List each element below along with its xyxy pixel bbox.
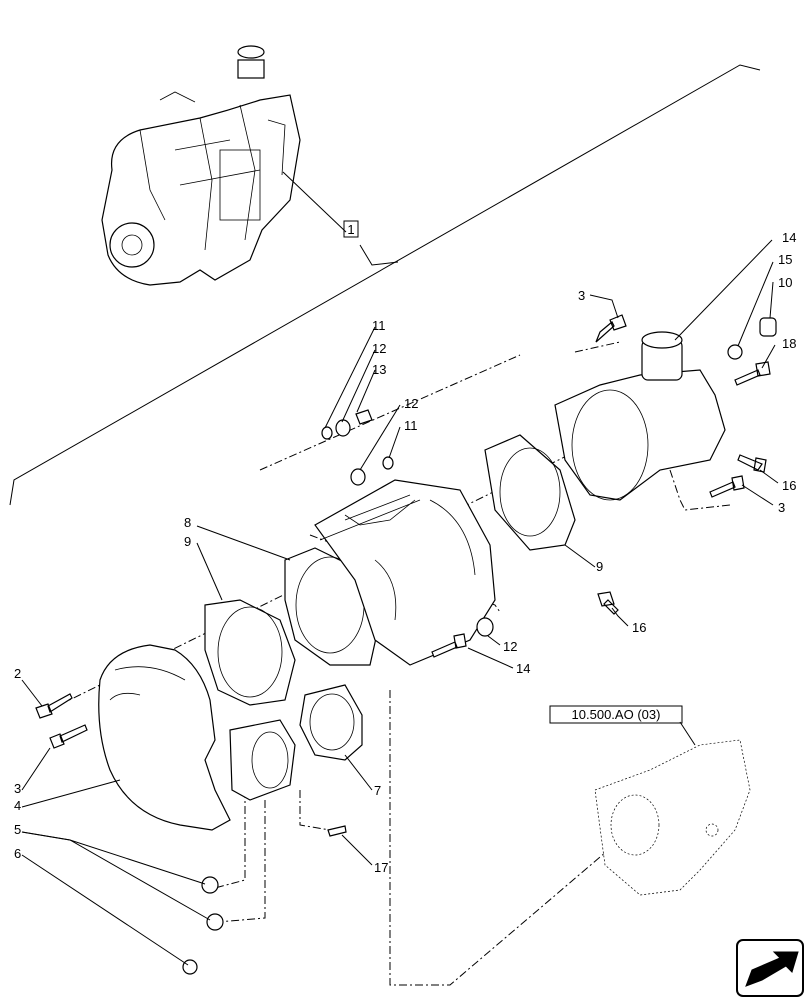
part-gasket-7 <box>299 684 363 761</box>
callout-8: 8 <box>184 515 191 530</box>
callout-11-lower: 11 <box>404 418 418 433</box>
callout-3-left: 3 <box>14 781 21 796</box>
callout-3-right: 3 <box>778 500 785 515</box>
callout-14-lower: 14 <box>516 661 530 676</box>
callout-14-top: 14 <box>782 230 796 245</box>
callout-16-lower: 16 <box>632 620 646 635</box>
callout-3-top: 3 <box>578 288 585 303</box>
part-housing-4 <box>98 644 231 831</box>
fasteners <box>35 314 777 975</box>
leader-1 <box>282 171 347 233</box>
callout-12-mid: 12 <box>404 396 418 411</box>
axis-reference <box>389 690 621 986</box>
section-divider <box>9 64 761 506</box>
callout-16-right: 16 <box>782 478 796 493</box>
callout-11-top: 11 <box>372 318 386 333</box>
callout-18: 18 <box>782 336 796 351</box>
leader-lines <box>21 239 779 966</box>
divider-notch <box>359 244 399 266</box>
callout-9-right: 9 <box>596 559 603 574</box>
callout-4: 4 <box>14 798 21 813</box>
reference-illustration <box>594 739 751 896</box>
callout-box-1 <box>343 220 359 238</box>
callout-7: 7 <box>374 783 381 798</box>
axis-nuts <box>214 790 266 923</box>
callout-10: 10 <box>778 275 792 290</box>
callout-6: 6 <box>14 846 21 861</box>
part-outlet-pipe <box>229 719 296 801</box>
part-gasket-9-right <box>484 434 576 551</box>
callout-13: 13 <box>372 362 386 377</box>
callout-12-lower: 12 <box>503 639 517 654</box>
part-catalyst-body <box>554 331 726 501</box>
leader-ref <box>679 721 696 746</box>
reference-box[interactable] <box>549 705 683 724</box>
callout-1: 1 <box>347 222 354 237</box>
axis-right <box>574 341 731 511</box>
callout-17: 17 <box>374 860 388 875</box>
callout-9-left: 9 <box>184 534 191 549</box>
next-page-arrow-icon[interactable] <box>736 939 804 997</box>
part-gasket-9-left <box>204 599 296 706</box>
axis-upper <box>259 354 521 471</box>
engine-overview-illustration <box>101 45 301 286</box>
reference-label[interactable]: 10.500.AO (03) <box>572 707 661 722</box>
callout-12-top: 12 <box>372 341 386 356</box>
callout-15: 15 <box>778 252 792 267</box>
axis-bolt17 <box>299 790 331 831</box>
callout-2: 2 <box>14 666 21 681</box>
callout-5: 5 <box>14 822 21 837</box>
